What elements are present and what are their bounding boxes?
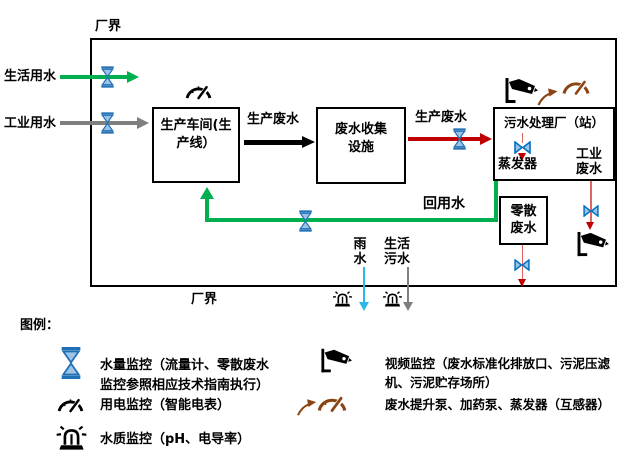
scattered-ww-arrowhead-icon — [517, 279, 526, 287]
scattered-box-label: 零散废水 — [510, 204, 537, 236]
water-quality-alarm-icon — [382, 289, 403, 308]
flow-meter-hourglass-icon — [100, 66, 115, 88]
production-ww-line-2 — [408, 137, 480, 141]
legend-title: 图例： — [20, 318, 60, 333]
rain-water-line — [362, 267, 365, 303]
valve-bowtie-icon — [582, 205, 599, 217]
pump-curved-arrow-icon — [536, 86, 562, 107]
flow-meter-hourglass-icon — [452, 128, 467, 150]
domestic-water-line — [60, 75, 127, 79]
industrial-ww-line — [590, 181, 592, 222]
production-ww-line-1 — [244, 140, 302, 145]
factory-boundary-rect — [90, 38, 617, 287]
domestic-sewage-label: 生活污水 — [383, 237, 410, 267]
legend-item-video: 视频监控（废水标准化排放口、污泥压滤机、污泥贮存场所） — [385, 356, 611, 390]
boundary-label-top: 厂界 — [95, 19, 122, 34]
scattered-ww-line — [521, 245, 524, 279]
legend-item-pumps: 废水提升泵、加药泵、蒸发器（互感器） — [385, 397, 611, 412]
workshop-box: 生产车间(生产线） — [152, 107, 240, 183]
collection-box: 废水收集设施 — [316, 107, 406, 184]
domestic-water-label: 生活用水 — [4, 69, 57, 84]
production-ww-label-2: 生产废水 — [415, 110, 468, 125]
domestic-water-arrowhead-icon — [127, 71, 139, 83]
reuse-line-vertical-right — [494, 181, 498, 222]
domestic-sewage-line — [406, 267, 409, 303]
reuse-water-label: 回用水 — [423, 196, 465, 212]
collection-box-label: 废水收集设施 — [334, 122, 387, 155]
evaporator-line — [521, 133, 524, 143]
water-quality-alarm-icon — [332, 289, 353, 308]
boundary-label-bottom: 厂界 — [191, 292, 218, 307]
legend-item-water-quantity: 水量监控（流量计、零散废水监控参照相应技术指南执行） — [100, 358, 270, 393]
gauge-meter-icon — [56, 394, 85, 413]
industrial-water-line — [60, 121, 137, 125]
pump-curved-arrow-icon — [296, 397, 320, 417]
reuse-arrowhead-icon — [200, 187, 214, 199]
hourglass-flow-meter-icon — [60, 346, 82, 380]
legend-item-water-quality: 水质监控（pH、电导率） — [100, 432, 251, 447]
industrial-water-arrowhead-icon — [137, 117, 149, 129]
production-ww-arrowhead-icon — [302, 136, 315, 148]
pump-gauge-icon — [561, 75, 591, 96]
reuse-line-vertical-left — [205, 198, 209, 222]
flow-meter-hourglass-icon — [298, 210, 313, 232]
production-ww-label-1: 生产废水 — [247, 112, 300, 127]
workshop-box-label: 生产车间(生产线） — [160, 118, 232, 151]
legend-item-power: 用电监控（智能电表） — [100, 398, 231, 413]
industrial-water-label: 工业用水 — [4, 116, 57, 131]
evaporator-arrowhead-icon — [518, 153, 526, 161]
valve-bowtie-icon — [514, 259, 530, 271]
industrial-ww-label: 工业废水 — [576, 147, 603, 177]
valve-bowtie-icon — [514, 141, 531, 154]
cctv-camera-icon — [320, 347, 352, 375]
rain-water-label: 雨水 — [353, 237, 367, 267]
cctv-camera-icon — [504, 77, 538, 105]
production-ww-arrowhead2-icon — [480, 133, 492, 145]
scattered-box: 零散废水 — [499, 196, 548, 245]
flow-meter-hourglass-icon — [100, 112, 115, 134]
treatment-box-label: 污水处理厂（站） — [503, 115, 604, 130]
domestic-sewage-arrowhead-icon — [402, 302, 413, 311]
reuse-line-horizontal — [205, 218, 498, 222]
rain-water-arrowhead-icon — [358, 302, 369, 311]
industrial-ww-arrowhead-icon — [586, 222, 595, 230]
treatment-box: 污水处理厂（站） — [493, 107, 615, 181]
alarm-beacon-icon — [55, 422, 88, 452]
evaporator-label: 蒸发器 — [498, 157, 538, 172]
cctv-camera-icon — [576, 231, 609, 258]
pump-gauge-icon — [316, 391, 348, 413]
power-meter-gauge-icon — [184, 81, 213, 100]
